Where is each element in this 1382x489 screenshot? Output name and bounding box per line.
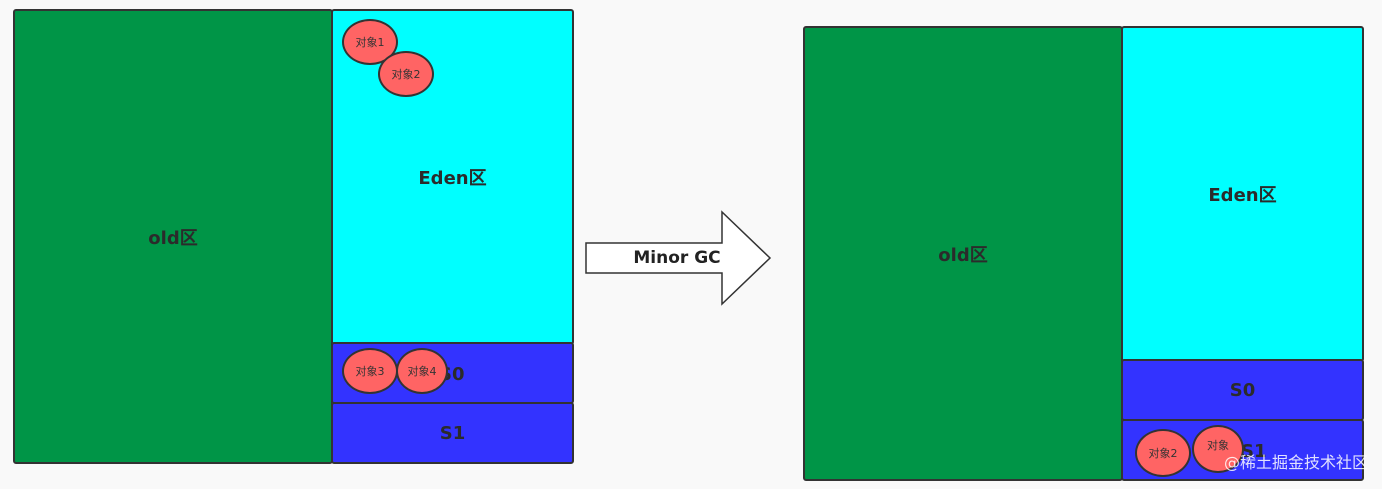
arrow-label: Minor GC: [633, 248, 721, 268]
after-s1-object-1: 对象2: [1135, 429, 1191, 477]
arrow-shape: [585, 210, 772, 306]
before-s0-object-2: 对象4: [396, 348, 448, 394]
after-eden-label: Eden区: [1208, 185, 1277, 206]
after-eden-region: Eden区: [1121, 26, 1364, 362]
watermark-text: @稀土掘金技术社区: [1223, 453, 1368, 472]
before-eden-label: Eden区: [418, 168, 487, 189]
after-s1-object-2: 对象: [1192, 425, 1244, 473]
before-s1-label: S1: [439, 422, 466, 444]
before-eden-object-2: 对象2: [378, 51, 434, 97]
before-s0-object-1: 对象3: [342, 348, 398, 394]
after-s0-label: S0: [1229, 379, 1256, 401]
before-s1-region: S1: [331, 402, 574, 464]
before-old-region: old区: [13, 9, 333, 464]
after-s0-region: S0: [1121, 359, 1364, 421]
after-s1-label: S1: [1241, 441, 1267, 462]
after-old-region: old区: [803, 26, 1123, 481]
minor-gc-arrow: Minor GC: [584, 210, 774, 306]
after-old-label: old区: [938, 244, 988, 266]
before-old-label: old区: [148, 227, 198, 249]
before-eden-region: Eden区: [331, 9, 574, 345]
